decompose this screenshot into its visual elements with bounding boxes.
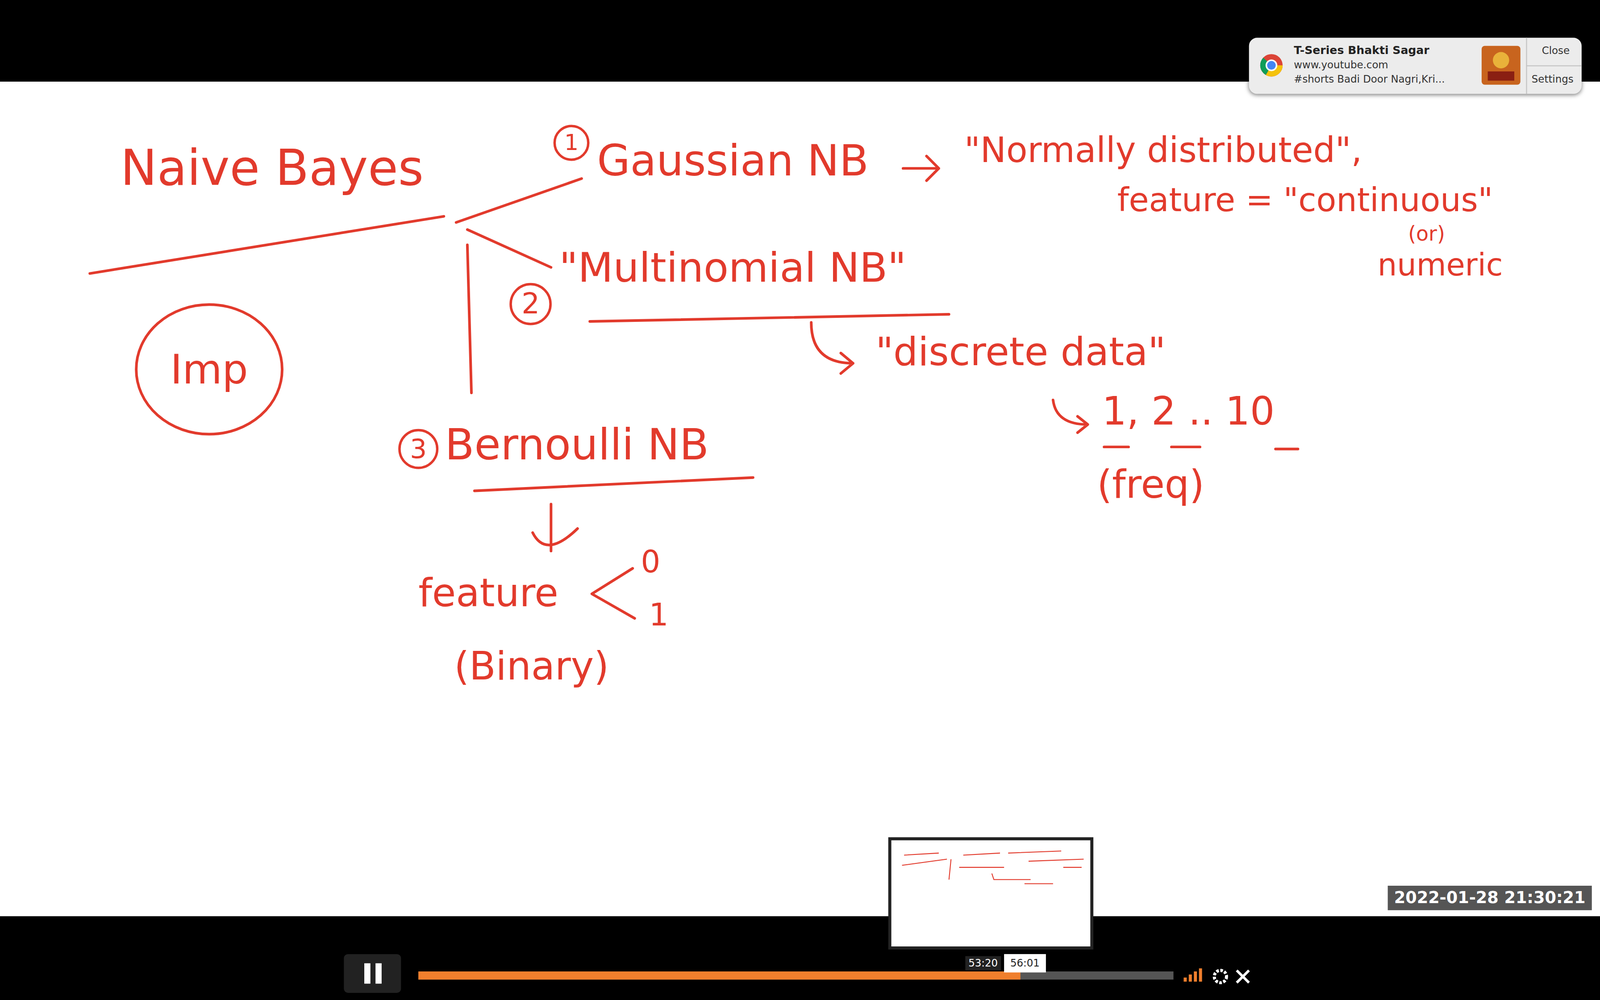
branch-line [456, 178, 582, 223]
preview-frame [889, 838, 1092, 949]
signal-icon [1183, 968, 1202, 982]
branch-line [467, 229, 551, 268]
progress-fill [418, 971, 1021, 980]
type-name: Gaussian NB [596, 139, 869, 183]
pause-bar [364, 963, 371, 984]
callout-outline [399, 429, 438, 468]
expand-icon [1236, 970, 1249, 983]
signal-bar [1188, 974, 1192, 982]
branch-line [467, 245, 472, 393]
note-text: (Binary) [454, 646, 609, 686]
chrome-icon-center [1266, 60, 1277, 71]
arrow-symbol [903, 156, 939, 181]
signal-bar [1199, 968, 1203, 982]
box-label: 56:01 [1010, 958, 1040, 969]
type-name: "Multinomial NB" [559, 246, 907, 288]
note-text: "discrete data" [875, 332, 1166, 372]
underline [474, 477, 754, 492]
hook-arrow [811, 322, 854, 374]
ellipse-outline [136, 304, 283, 434]
shape-label: 1 [564, 131, 579, 155]
notification-panel: T-Series Bhakti Sagar www.youtube.com #sho… [1249, 37, 1582, 95]
channel-name: T-Series Bhakti Sagar [1293, 45, 1430, 57]
video-title: #shorts Badi Door Nagri,Kri... [1293, 74, 1445, 85]
note-text: (or) [1408, 223, 1445, 245]
branch-symbol [591, 568, 635, 619]
underline [589, 314, 950, 322]
signal-bar [1183, 977, 1187, 982]
title-text: Naive Bayes [120, 142, 424, 192]
underline [1104, 446, 1298, 450]
callout-circle: 3 [397, 428, 439, 470]
preview-sketch [902, 850, 1084, 884]
type-name: Bernoulli NB [445, 423, 709, 467]
note-text: feature [418, 573, 559, 613]
signal-bar [1193, 971, 1197, 982]
gear-icon [1214, 970, 1227, 983]
shape-label: 2 [521, 289, 540, 319]
note-text: feature = "continuous" [1117, 183, 1493, 217]
box-label: 2022-01-28 21:30:21 [1394, 889, 1586, 907]
progress-track [418, 971, 1174, 980]
preview-stroke [949, 859, 1054, 884]
thumbnail-detail [1492, 52, 1510, 69]
down-arrow [532, 504, 578, 551]
whiteboard [0, 81, 1600, 917]
thumbnail-image [1481, 45, 1521, 85]
title-underline [89, 216, 444, 274]
chrome-icon [1260, 54, 1283, 77]
thumbnail-detail [1487, 71, 1515, 81]
important-ellipse: Imp [134, 303, 284, 436]
time-tooltip: 56:01 [1004, 954, 1046, 973]
site-url: www.youtube.com [1293, 60, 1388, 71]
time-text: 53:20 [965, 956, 1001, 971]
preview-stroke [902, 853, 948, 866]
preview-stroke [963, 850, 1084, 868]
shape-label: 3 [409, 435, 427, 463]
hook-arrow [1053, 400, 1088, 433]
note-text: (freq) [1096, 465, 1205, 505]
pause-button [343, 954, 401, 993]
close-button: Close [1541, 45, 1570, 57]
callout-outline [554, 125, 588, 160]
note-text: 1, 2 .. 10 [1102, 391, 1275, 431]
callout-outline [510, 284, 551, 325]
shape-label: Imp [170, 349, 249, 390]
note-text: 1 [649, 600, 669, 631]
note-text: "Normally distributed", [964, 132, 1363, 168]
note-text: numeric [1377, 250, 1504, 281]
pause-bar [375, 963, 382, 984]
bottom-bar [0, 916, 1600, 1000]
callout-circle: 2 [509, 282, 553, 326]
panel-separator [1526, 65, 1582, 67]
note-text: 0 [640, 546, 661, 578]
timestamp-box: 2022-01-28 21:30:21 [1387, 885, 1592, 911]
settings-button: Settings [1531, 74, 1574, 85]
callout-circle: 1 [553, 124, 590, 162]
